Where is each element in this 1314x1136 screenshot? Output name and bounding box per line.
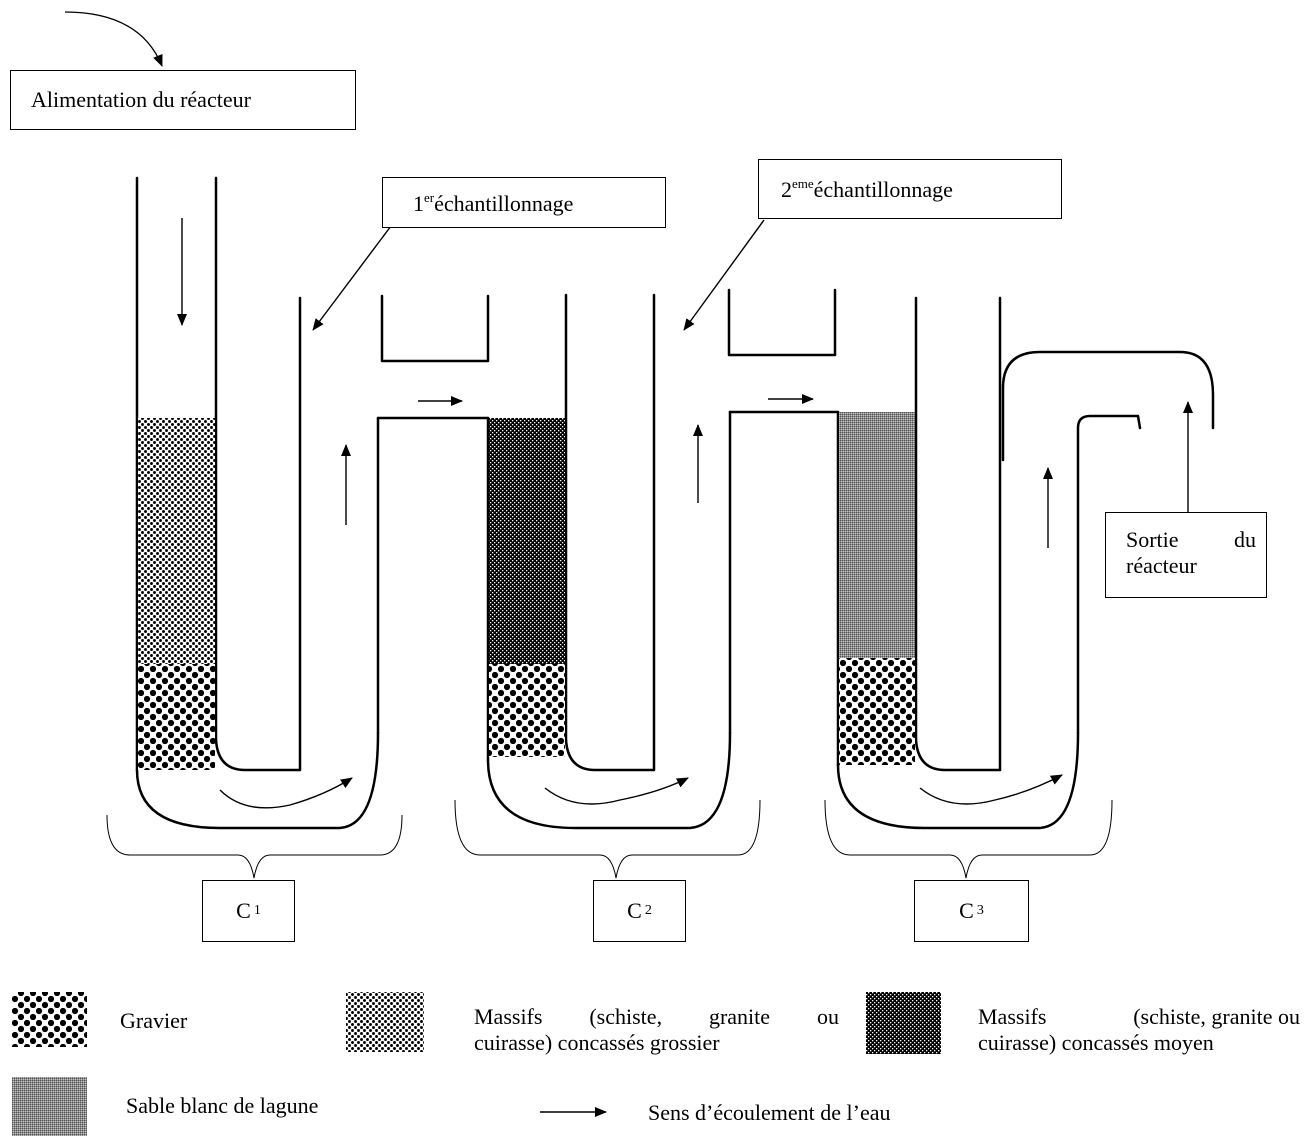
c1-coarse-fill — [138, 418, 215, 664]
c3-sand-fill — [839, 412, 915, 658]
curve-arrow-c1 — [219, 777, 353, 809]
inlet-label-box: Alimentation du réacteur — [10, 70, 356, 130]
inlet-arrow — [64, 11, 163, 67]
c3-gravel-fill — [839, 658, 915, 765]
legend-sand-swatch — [12, 1077, 87, 1136]
sample1-label-box: 1eréchantillonnage — [382, 177, 666, 228]
legend-gravel-swatch — [12, 992, 87, 1047]
legend-medium-swatch — [866, 992, 941, 1054]
column-3 — [836, 296, 1215, 830]
legend-medium-label: Massifs(schiste, granite ou cuirasse) co… — [978, 1004, 1300, 1056]
column-2 — [486, 288, 840, 830]
c2-medium-fill — [489, 418, 565, 664]
sample2-pointer — [683, 219, 765, 331]
sample1-pointer — [312, 221, 395, 331]
legend-coarse-swatch — [346, 992, 424, 1052]
brace-c2 — [454, 799, 761, 879]
curve-arrow-c3 — [919, 774, 1063, 805]
sample1-label: 1eréchantillonnage — [413, 190, 574, 216]
braces — [106, 799, 1113, 879]
curve-arrow-c2 — [544, 777, 689, 805]
legend-flow-label: Sens d’écoulement de l’eau — [648, 1100, 891, 1125]
brace-c3 — [824, 799, 1113, 879]
legend-gravel-label: Gravier — [120, 1008, 188, 1033]
c1-gravel-fill — [138, 664, 215, 770]
sample2-label: 2emeéchantillonnage — [781, 176, 953, 202]
sample2-label-box: 2emeéchantillonnage — [758, 159, 1062, 219]
column-1 — [135, 176, 490, 830]
brace-c1 — [106, 814, 403, 879]
flow-arrows — [177, 218, 1193, 809]
legend-sand-label: Sable blanc de lagune — [126, 1093, 319, 1118]
inlet-label: Alimentation du réacteur — [31, 87, 251, 112]
c2-gravel-fill — [489, 664, 565, 757]
